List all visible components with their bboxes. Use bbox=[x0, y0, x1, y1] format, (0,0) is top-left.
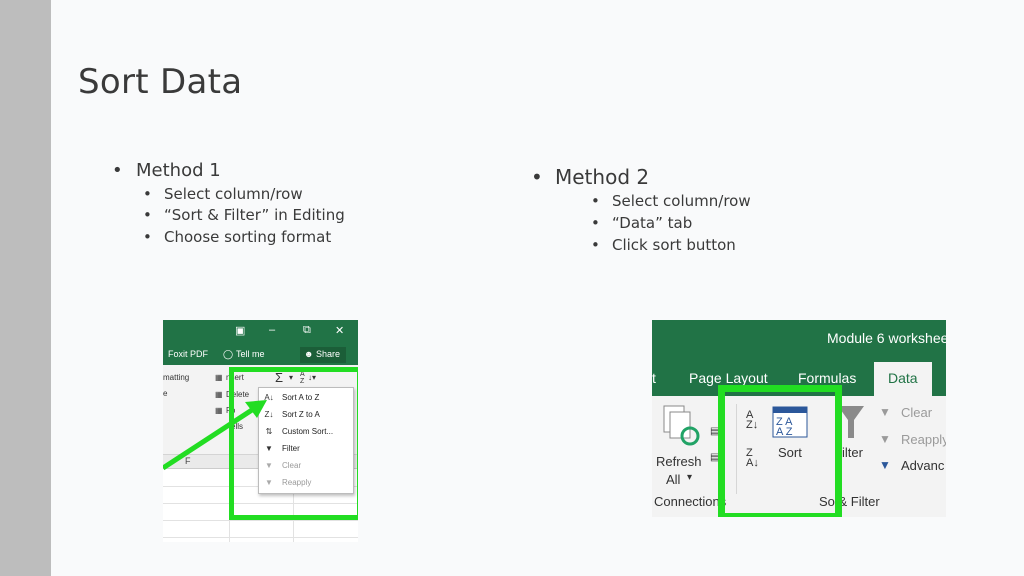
highlight-box bbox=[229, 367, 358, 520]
refresh-all-icon[interactable] bbox=[662, 404, 702, 448]
insert-label[interactable]: nsert bbox=[226, 373, 244, 382]
refresh-all-label[interactable]: Refresh bbox=[656, 454, 702, 469]
properties-icon[interactable]: ▤ bbox=[710, 452, 720, 463]
tab-formulas[interactable]: Formulas bbox=[798, 370, 857, 386]
grid-line bbox=[163, 520, 358, 521]
delete-cells-icon[interactable]: ▦ bbox=[215, 390, 223, 399]
grid-line bbox=[163, 537, 358, 538]
column-header-f[interactable]: F bbox=[185, 456, 191, 466]
formatting-label[interactable]: matting bbox=[163, 373, 190, 382]
method2-step: •Select column/row bbox=[591, 192, 751, 210]
minimize-icon[interactable]: – bbox=[269, 324, 276, 336]
menu-item-sort-z-to-a[interactable]: Z↓ Sort Z to A bbox=[264, 410, 320, 419]
clear-filter-icon: ▼ bbox=[265, 461, 273, 470]
highlight-arrow bbox=[163, 400, 267, 471]
sort-z-a-icon: Z↓ bbox=[264, 410, 274, 419]
slide-title: Sort Data bbox=[78, 62, 243, 102]
arrow-shaft bbox=[163, 405, 257, 471]
autosum-dropdown-icon[interactable]: ▾ bbox=[289, 373, 294, 382]
lightbulb-icon: ◯ bbox=[223, 349, 234, 359]
arrow-head bbox=[245, 400, 267, 418]
menu-item-custom-sort[interactable]: ⇅ Custom Sort... bbox=[259, 424, 355, 441]
reapply-button: Reapply bbox=[901, 432, 946, 447]
workbook-title: Module 6 workshee bbox=[827, 330, 946, 346]
grid-line bbox=[293, 469, 294, 542]
close-icon[interactable]: ✕ bbox=[335, 325, 345, 337]
svg-text:Z A: Z A bbox=[776, 416, 793, 428]
filter-icon[interactable] bbox=[838, 406, 864, 440]
sort-filter-dropdown-icon[interactable]: ↓▾ bbox=[308, 373, 317, 382]
group-separator bbox=[736, 404, 737, 494]
sort-button-label[interactable]: Sort bbox=[778, 445, 802, 460]
clear-filter-icon: ▼ bbox=[879, 405, 891, 419]
filter-button-label[interactable]: ilter bbox=[842, 445, 863, 460]
method2-step: •Click sort button bbox=[591, 236, 736, 254]
sort-a-z-icon: A↓ bbox=[264, 393, 274, 402]
delete-label[interactable]: Delete bbox=[226, 390, 250, 399]
svg-text:A Z: A Z bbox=[776, 426, 793, 438]
sort-dialog-icon[interactable]: Z A A Z bbox=[772, 406, 808, 438]
method1-step: •Choose sorting format bbox=[143, 228, 332, 246]
restore-icon[interactable]: ⧉ bbox=[303, 324, 311, 336]
filter-icon: ▼ bbox=[265, 444, 273, 453]
cells-group-label: ells bbox=[231, 422, 244, 431]
advanced-filter-icon[interactable]: ▼ bbox=[879, 458, 891, 472]
tab-foxit-pdf[interactable]: Foxit PDF bbox=[168, 349, 209, 359]
method1-step: •“Sort & Filter” in Editing bbox=[143, 206, 345, 224]
excel-home-sort-filter-screenshot: ▣ – ⧉ ✕ Foxit PDF ◯ Tell me ☻ Share matt… bbox=[163, 320, 358, 542]
ribbon-display-icon[interactable]: ▣ bbox=[235, 325, 246, 337]
excel-title-bar: Module 6 workshee bbox=[652, 320, 946, 358]
menu-item-sort-a-to-z[interactable]: A↓ Sort A to Z bbox=[264, 393, 320, 402]
insert-cells-icon[interactable]: ▦ bbox=[215, 373, 223, 382]
tab-insert-partial[interactable]: t bbox=[652, 370, 656, 386]
highlight-box bbox=[718, 385, 842, 517]
styles-partial-label[interactable]: e bbox=[163, 389, 168, 398]
menu-item-reapply: ▼ Reapply bbox=[259, 475, 355, 492]
advanced-button[interactable]: Advanc bbox=[901, 458, 945, 473]
reapply-icon: ▼ bbox=[265, 478, 273, 487]
clear-button: Clear bbox=[901, 405, 933, 420]
format-cells-icon[interactable]: ▦ bbox=[215, 406, 223, 415]
person-icon: ☻ bbox=[304, 349, 314, 359]
tab-page-layout[interactable]: Page Layout bbox=[689, 370, 768, 386]
excel-title-bar: ▣ – ⧉ ✕ bbox=[163, 320, 358, 345]
connections-group-label: Connections bbox=[654, 494, 727, 509]
share-button[interactable]: ☻ Share bbox=[300, 347, 346, 363]
tab-data[interactable]: Data bbox=[874, 362, 932, 396]
method1-step: •Select column/row bbox=[143, 185, 303, 203]
reapply-icon: ▼ bbox=[879, 432, 891, 446]
custom-sort-icon: ⇅ bbox=[265, 427, 273, 436]
left-side-band bbox=[0, 0, 51, 576]
refresh-all-label-line2[interactable]: All bbox=[666, 472, 681, 487]
menu-item-filter[interactable]: ▼ Filter bbox=[259, 441, 355, 458]
excel-data-tab-screenshot: Module 6 workshee t Page Layout Formulas… bbox=[652, 320, 946, 517]
sort-filter-menu: A↓ Sort A to Z Z↓ Sort Z to A ⇅ Custom S… bbox=[258, 387, 354, 494]
method2-heading: •Method 2 bbox=[531, 165, 650, 189]
method2-step: •“Data” tab bbox=[591, 214, 693, 232]
autosum-icon[interactable]: Σ bbox=[275, 370, 284, 385]
grid-line bbox=[163, 503, 358, 504]
tell-me-box[interactable]: Tell me bbox=[236, 349, 265, 359]
connections-icon[interactable]: ▤ bbox=[710, 426, 720, 437]
sort-filter-group-label: So & Filter bbox=[819, 494, 880, 509]
menu-item-clear: ▼ Clear bbox=[259, 458, 355, 475]
refresh-dropdown-icon[interactable]: ▾ bbox=[687, 472, 693, 483]
method1-heading: •Method 1 bbox=[112, 160, 221, 181]
ribbon-tabs: Foxit PDF ◯ Tell me ☻ Share bbox=[163, 345, 358, 365]
